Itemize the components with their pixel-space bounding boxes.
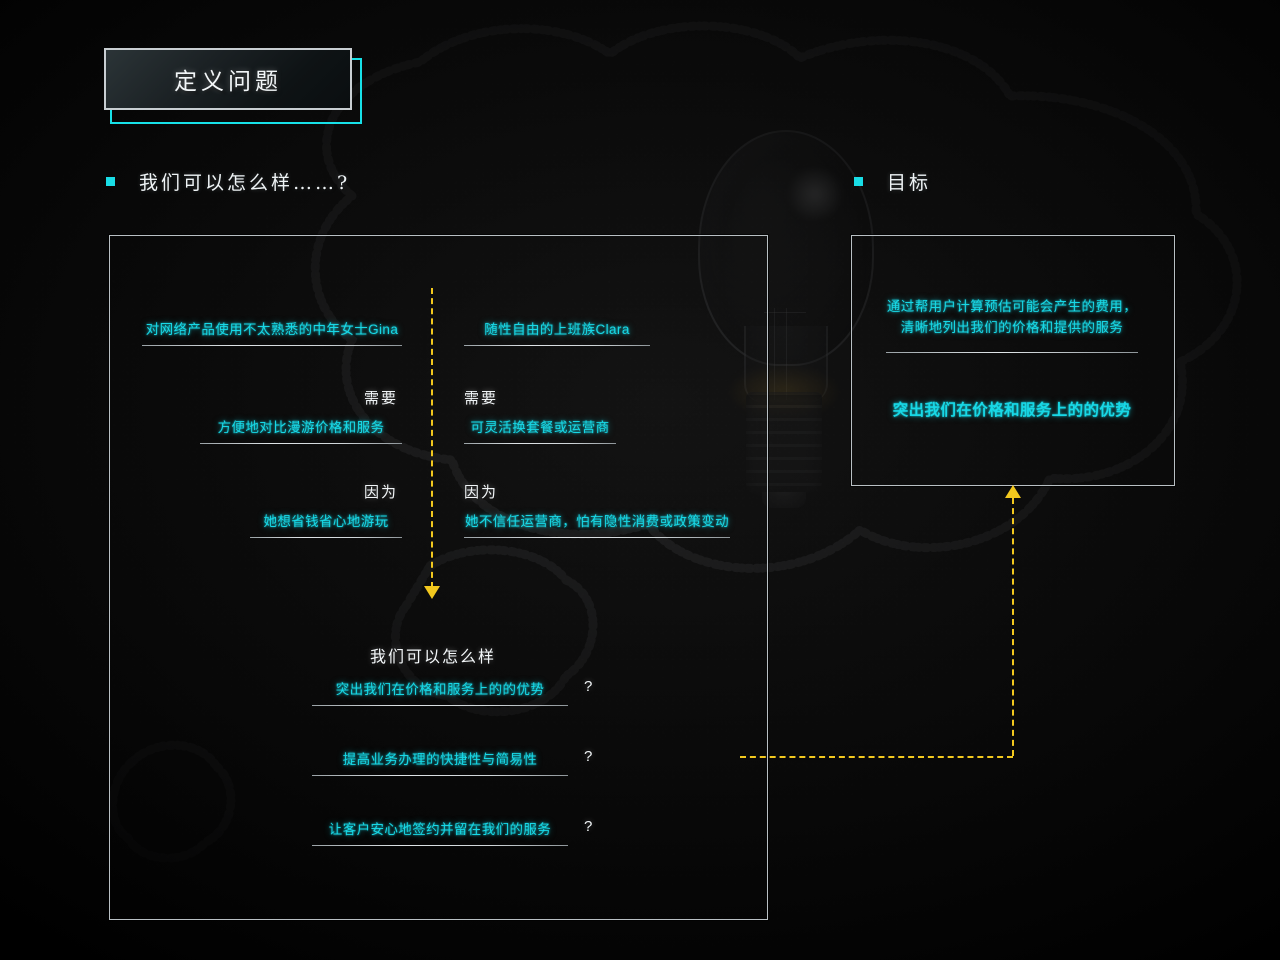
persona-2-because-label: 因为 [464, 484, 499, 501]
hmw-item-1: 突出我们在价格和服务上的的优势 [312, 678, 568, 706]
goal-statement: 通过帮用户计算预估可能会产生的费用， 清晰地列出我们的价格和提供的服务 [860, 296, 1164, 338]
persona-2-because: 她不信任运营商，怕有隐性消费或政策变动 [464, 510, 730, 538]
underline-rule [464, 345, 650, 346]
section-header-hmw-label: 我们可以怎么样……? [139, 172, 351, 194]
persona-2-because-text: 她不信任运营商，怕有隐性消费或政策变动 [464, 514, 730, 529]
section-header-goal-label: 目标 [887, 172, 932, 194]
persona-2-need-label: 需要 [464, 390, 499, 407]
underline-rule [200, 443, 402, 444]
hmw-item-2-question-mark: ? [584, 748, 595, 765]
persona-1-need-text: 方便地对比漫游价格和服务 [217, 420, 385, 435]
persona-1-need-label: 需要 [364, 390, 399, 407]
underline-rule [312, 705, 568, 706]
persona-1-because-text: 她想省钱省心地游玩 [263, 514, 389, 529]
goal-highlight-text: 突出我们在价格和服务上的的优势 [892, 402, 1132, 419]
hmw-item-2-text: 提高业务办理的快捷性与简易性 [342, 752, 538, 767]
underline-rule [142, 345, 402, 346]
hmw-title: 我们可以怎么样 [370, 649, 497, 666]
persona-card-2: 随性自由的上班族Clara [464, 318, 650, 346]
square-bullet-icon [106, 177, 115, 186]
hmw-item-3: 让客户安心地签约并留在我们的服务 [312, 818, 568, 846]
arrow-down-icon [424, 586, 440, 599]
persona-2-need-text: 可灵活换套餐或运营商 [470, 420, 610, 435]
slide-title-plate: 定义问题 [104, 48, 362, 124]
page-title: 定义问题 [174, 69, 282, 95]
arrow-up-icon [1005, 485, 1021, 498]
square-bullet-icon [854, 177, 863, 186]
persona-card-1: 对网络产品使用不太熟悉的中年女士Gina [142, 318, 402, 346]
hmw-item-3-text: 让客户安心地签约并留在我们的服务 [328, 822, 552, 837]
persona-1-need: 方便地对比漫游价格和服务 [200, 416, 402, 444]
persona-2-need: 可灵活换套餐或运营商 [464, 416, 616, 444]
persona-1-name: 对网络产品使用不太熟悉的中年女士Gina [145, 322, 399, 337]
hmw-item-1-text: 突出我们在价格和服务上的的优势 [335, 682, 545, 697]
persona-2-name: 随性自由的上班族Clara [484, 322, 630, 337]
title-plate-body: 定义问题 [104, 48, 352, 110]
panel-how-might-we [109, 235, 768, 920]
underline-rule [312, 845, 568, 846]
underline-rule [464, 537, 730, 538]
panel-goal [851, 235, 1175, 486]
goal-statement-line-2: 清晰地列出我们的价格和提供的服务 [900, 320, 1124, 335]
connector-vertical-goal [1012, 498, 1014, 756]
goal-divider [886, 352, 1138, 353]
connector-horizontal-goal [740, 756, 1013, 758]
hmw-item-3-question-mark: ? [584, 818, 595, 835]
underline-rule [464, 443, 616, 444]
goal-highlight: 突出我们在价格和服务上的的优势 [860, 398, 1164, 420]
underline-rule [250, 537, 402, 538]
persona-1-because-label: 因为 [364, 484, 399, 501]
persona-1-because: 她想省钱省心地游玩 [250, 510, 402, 538]
underline-rule [312, 775, 568, 776]
hmw-item-1-question-mark: ? [584, 678, 595, 695]
connector-vertical-hmw [431, 288, 433, 588]
section-header-goal: 目标 [854, 168, 931, 195]
goal-statement-line-1: 通过帮用户计算预估可能会产生的费用， [886, 299, 1138, 314]
hmw-item-2: 提高业务办理的快捷性与简易性 [312, 748, 568, 776]
section-header-hmw: 我们可以怎么样……? [106, 168, 350, 195]
